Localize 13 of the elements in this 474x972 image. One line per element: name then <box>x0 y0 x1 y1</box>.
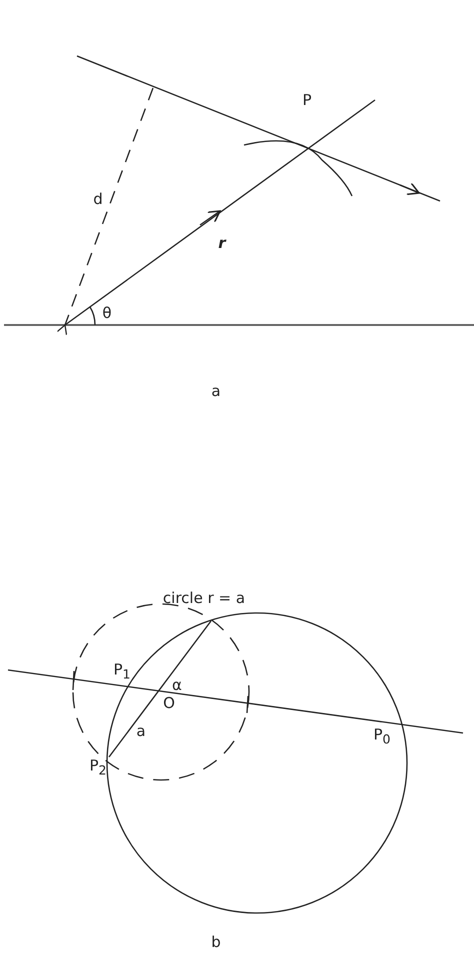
circle-label: circle r = a <box>162 589 246 607</box>
vector-label: r <box>218 234 226 252</box>
angle-label: θ <box>102 304 112 322</box>
point-label: P <box>302 91 312 109</box>
variable-label: a <box>136 722 146 740</box>
point-label: P$_{2}$ <box>90 756 106 780</box>
panel-label: b <box>211 933 221 951</box>
variable-label: d <box>93 190 103 208</box>
panel-label: a <box>211 382 221 400</box>
point-label: P$_{1}$ <box>114 660 130 684</box>
point-label: O <box>163 694 175 712</box>
point-label: P$_{0}$ <box>374 726 390 748</box>
angle-label: α <box>172 676 182 694</box>
